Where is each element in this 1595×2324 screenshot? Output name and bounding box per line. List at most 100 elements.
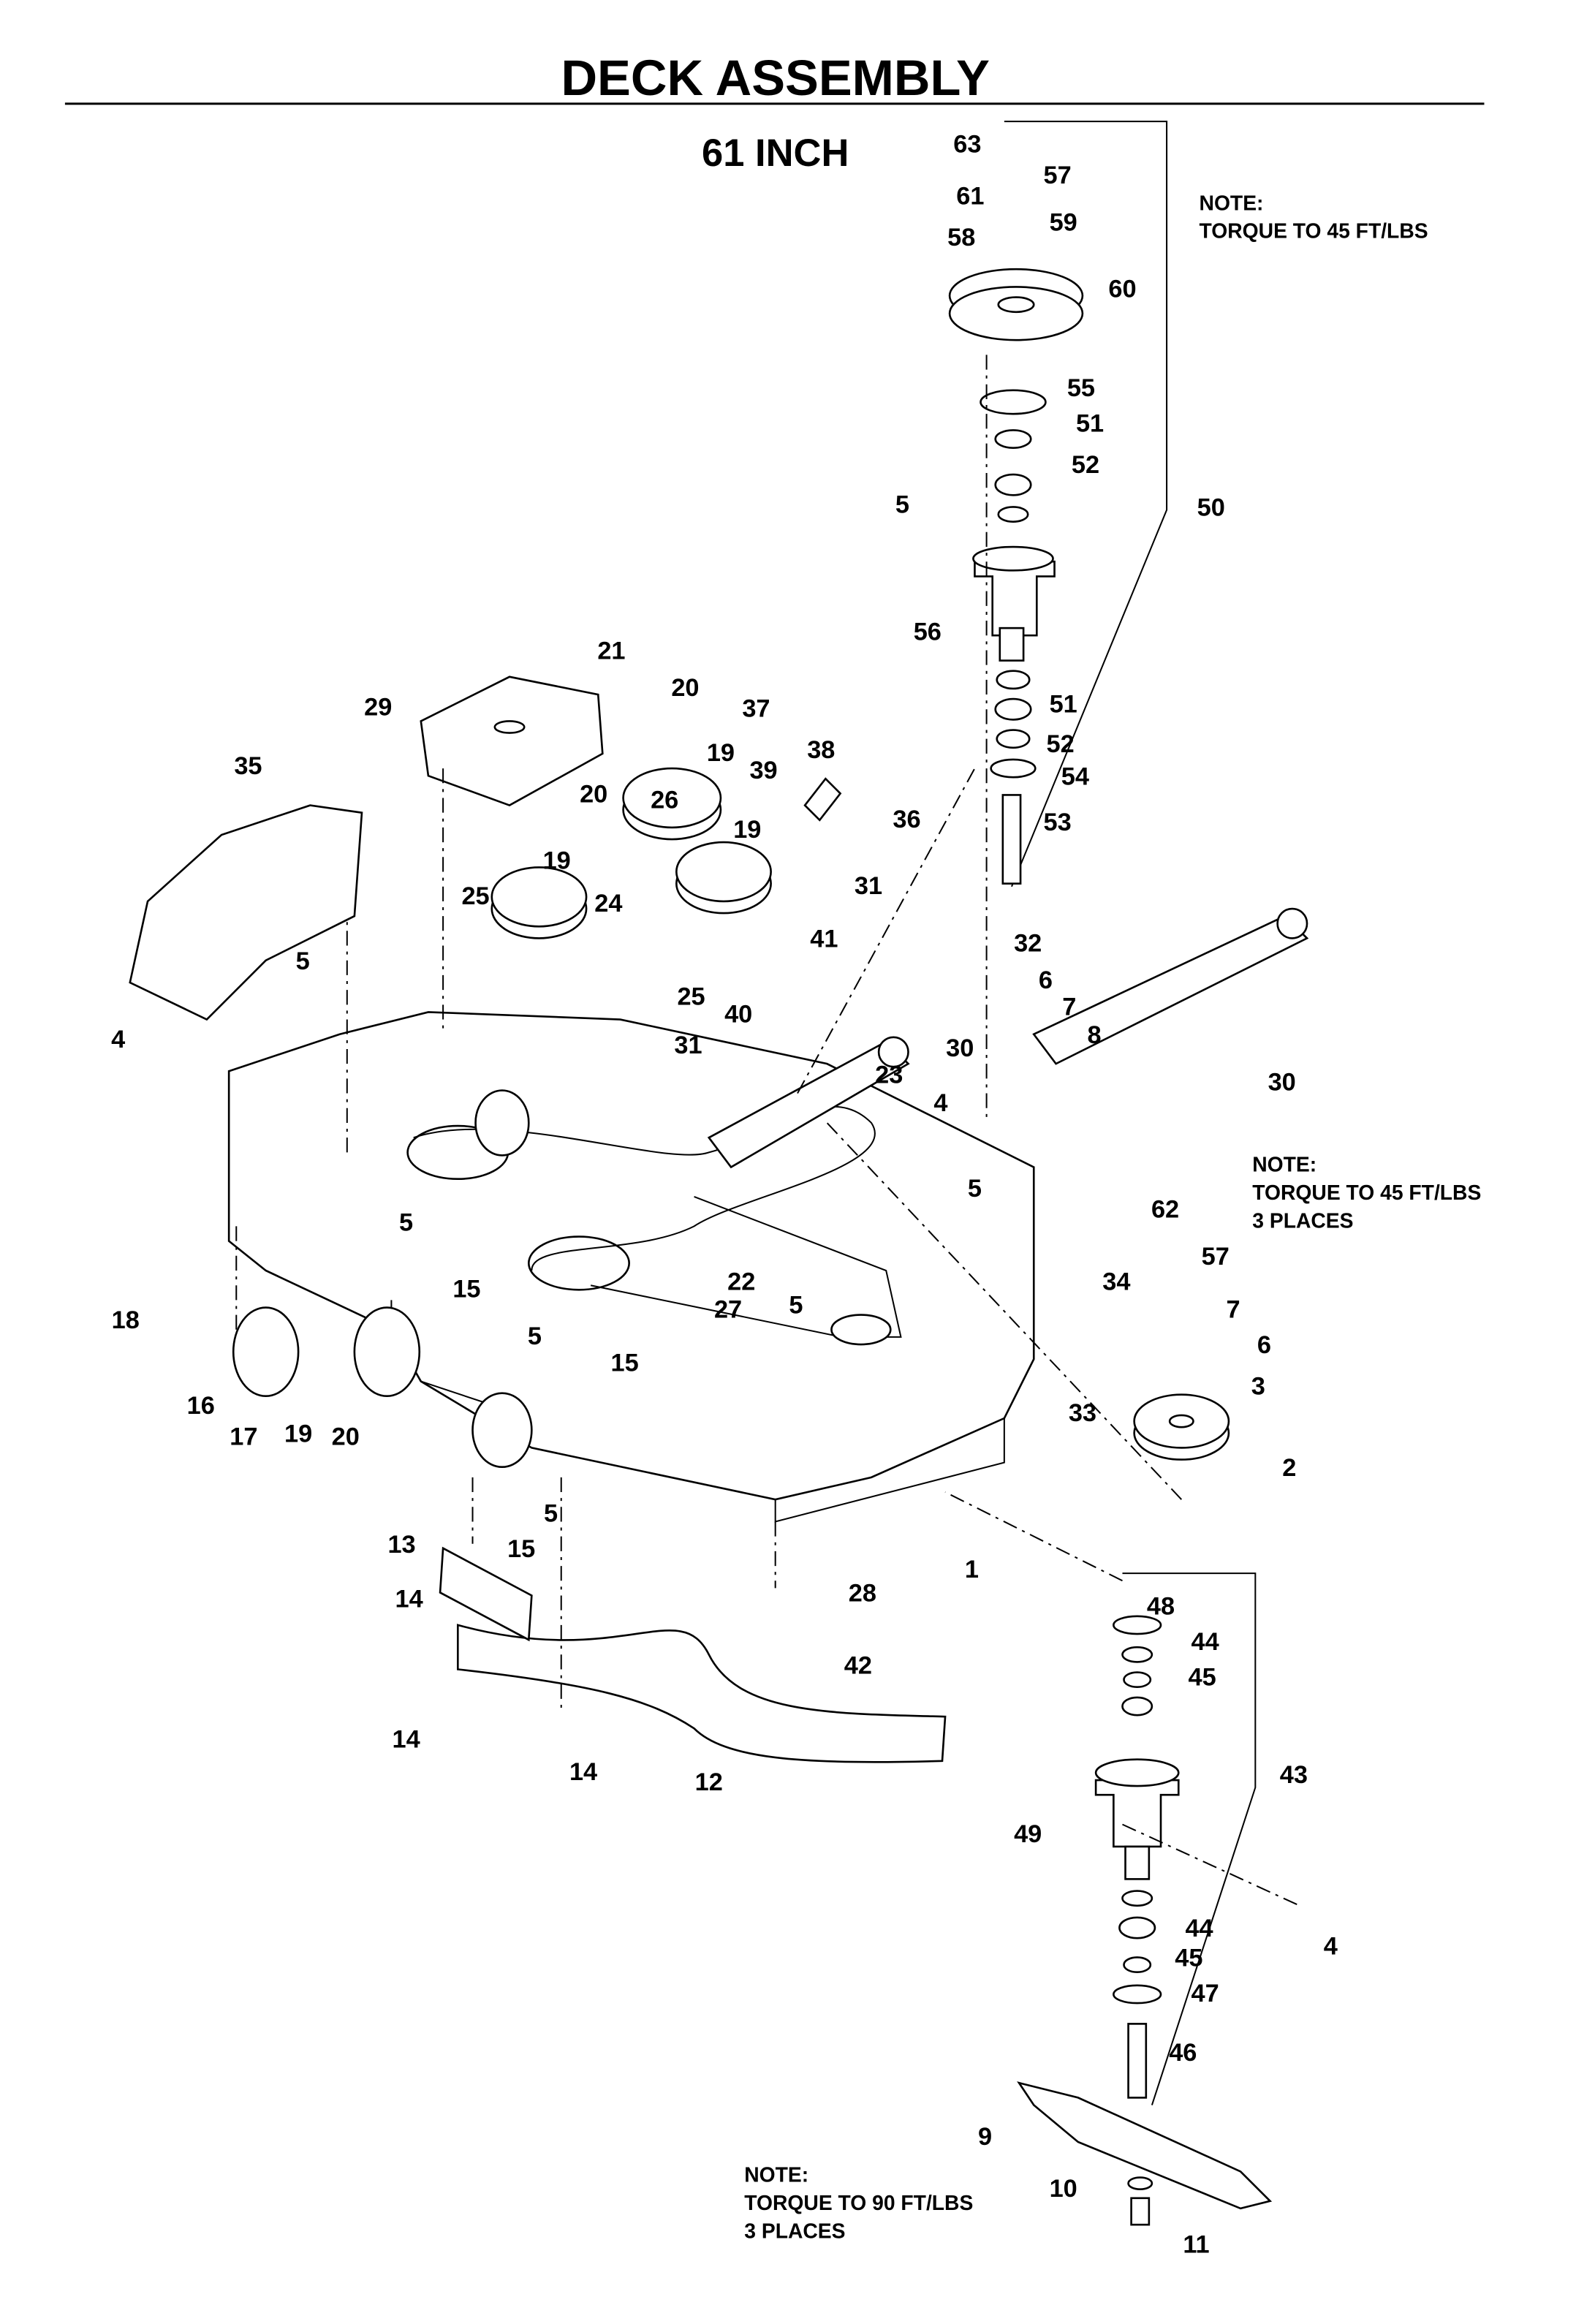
part-label-27: 27: [714, 1296, 742, 1324]
part-label-31: 31: [855, 872, 882, 900]
part-label-54: 54: [1061, 762, 1089, 790]
part-label-39: 39: [749, 757, 777, 784]
part-label-20: 20: [332, 1423, 360, 1450]
part-label-48: 48: [1147, 1593, 1175, 1621]
torque-note-line: 3 PLACES: [1252, 1208, 1353, 1232]
part-label-55: 55: [1067, 374, 1095, 402]
part-label-23: 23: [875, 1061, 903, 1089]
part-label-2: 2: [1282, 1454, 1296, 1482]
part-label-38: 38: [807, 736, 835, 764]
part-label-5: 5: [968, 1175, 982, 1203]
part-label-5: 5: [399, 1208, 413, 1236]
part-label-40: 40: [724, 1001, 752, 1029]
part-label-5: 5: [296, 947, 310, 975]
part-label-19: 19: [707, 739, 735, 767]
part-label-13: 13: [387, 1531, 415, 1559]
part-label-50: 50: [1197, 494, 1225, 522]
part-label-45: 45: [1188, 1664, 1216, 1692]
torque-note-line: 3 PLACES: [744, 2219, 845, 2242]
part-label-53: 53: [1043, 809, 1071, 836]
part-label-59: 59: [1050, 209, 1077, 237]
part-label-4: 4: [111, 1026, 125, 1053]
part-label-20: 20: [580, 781, 607, 809]
part-label-16: 16: [187, 1392, 215, 1420]
torque-note-line: TORQUE TO 45 FT/LBS: [1252, 1181, 1481, 1204]
part-label-14: 14: [395, 1586, 423, 1613]
part-label-43: 43: [1280, 1761, 1308, 1789]
part-label-25: 25: [461, 882, 489, 910]
part-label-3: 3: [1251, 1373, 1265, 1401]
part-label-10: 10: [1050, 2175, 1077, 2203]
diagram-subtitle: 61 INCH: [702, 132, 849, 175]
part-label-45: 45: [1175, 1945, 1202, 1972]
part-label-11: 11: [1183, 2231, 1209, 2259]
part-label-32: 32: [1014, 930, 1042, 958]
part-label-4: 4: [933, 1089, 947, 1117]
part-label-22: 22: [727, 1268, 755, 1295]
part-label-6: 6: [1257, 1331, 1271, 1359]
part-label-61: 61: [956, 182, 984, 210]
part-label-5: 5: [895, 491, 909, 519]
part-label-37: 37: [742, 694, 770, 722]
torque-notes: NOTE: TORQUE TO 45 FT/LBS NOTE: TORQUE TO 4…: [744, 191, 1481, 2242]
part-label-9: 9: [978, 2123, 992, 2151]
part-label-15: 15: [611, 1349, 639, 1377]
part-label-41: 41: [810, 926, 838, 953]
diagram-title: DECK ASSEMBLY: [561, 50, 989, 106]
part-label-5: 5: [528, 1322, 542, 1350]
part-label-19: 19: [543, 847, 571, 874]
part-label-44: 44: [1191, 1628, 1219, 1656]
part-label-1: 1: [965, 1556, 979, 1583]
part-label-25: 25: [677, 983, 705, 1010]
part-label-30: 30: [946, 1034, 974, 1062]
parts-drawing: [129, 121, 1309, 2226]
part-label-57: 57: [1043, 162, 1071, 189]
torque-note-line: NOTE:: [1200, 191, 1264, 214]
part-label-4: 4: [1324, 1932, 1338, 1960]
part-label-30: 30: [1268, 1069, 1296, 1097]
part-label-47: 47: [1191, 1980, 1219, 2007]
torque-note-line: TORQUE TO 45 FT/LBS: [1200, 219, 1428, 243]
part-label-36: 36: [893, 806, 920, 833]
part-label-19: 19: [733, 816, 761, 844]
part-label-31: 31: [674, 1032, 702, 1059]
part-label-7: 7: [1226, 1296, 1240, 1324]
part-label-8: 8: [1088, 1021, 1102, 1049]
part-label-21: 21: [597, 637, 625, 665]
part-label-5: 5: [789, 1292, 803, 1320]
part-label-15: 15: [507, 1535, 535, 1563]
part-label-52: 52: [1072, 451, 1099, 479]
part-label-26: 26: [651, 787, 678, 814]
part-label-60: 60: [1108, 276, 1136, 303]
part-label-17: 17: [230, 1423, 257, 1450]
part-label-56: 56: [914, 618, 942, 646]
part-label-58: 58: [947, 224, 975, 251]
part-label-63: 63: [953, 131, 981, 159]
part-label-34: 34: [1102, 1268, 1130, 1295]
part-label-5: 5: [544, 1499, 558, 1527]
part-label-7: 7: [1062, 993, 1076, 1021]
part-label-51: 51: [1076, 409, 1104, 437]
part-label-46: 46: [1169, 2039, 1197, 2067]
part-label-20: 20: [671, 674, 699, 702]
part-label-24: 24: [594, 890, 622, 917]
part-label-42: 42: [844, 1652, 872, 1680]
part-label-14: 14: [569, 1758, 597, 1786]
part-label-14: 14: [393, 1726, 420, 1754]
torque-note-line: NOTE:: [1252, 1153, 1316, 1176]
part-label-35: 35: [234, 752, 262, 780]
part-label-57: 57: [1202, 1243, 1230, 1271]
part-label-18: 18: [112, 1306, 140, 1334]
part-label-19: 19: [284, 1420, 312, 1447]
part-label-44: 44: [1185, 1915, 1213, 1942]
part-label-49: 49: [1014, 1820, 1042, 1848]
part-label-62: 62: [1151, 1195, 1179, 1223]
part-label-12: 12: [695, 1768, 723, 1796]
part-label-33: 33: [1069, 1399, 1096, 1427]
part-label-29: 29: [364, 693, 392, 721]
torque-note-line: TORQUE TO 90 FT/LBS: [744, 2191, 973, 2214]
part-label-51: 51: [1050, 690, 1077, 718]
part-label-15: 15: [452, 1275, 480, 1303]
